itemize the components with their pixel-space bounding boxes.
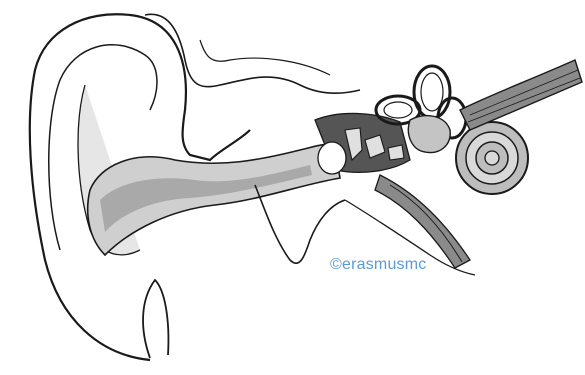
- cochlea: [456, 122, 528, 194]
- ear-canal: [88, 145, 340, 255]
- eardrum: [318, 142, 346, 174]
- copyright-watermark: ©erasmusmc: [330, 256, 426, 274]
- eustachian-tube: [375, 175, 470, 268]
- stapes: [388, 145, 404, 160]
- vestibule: [408, 116, 450, 153]
- auditory-nerve: [460, 60, 582, 130]
